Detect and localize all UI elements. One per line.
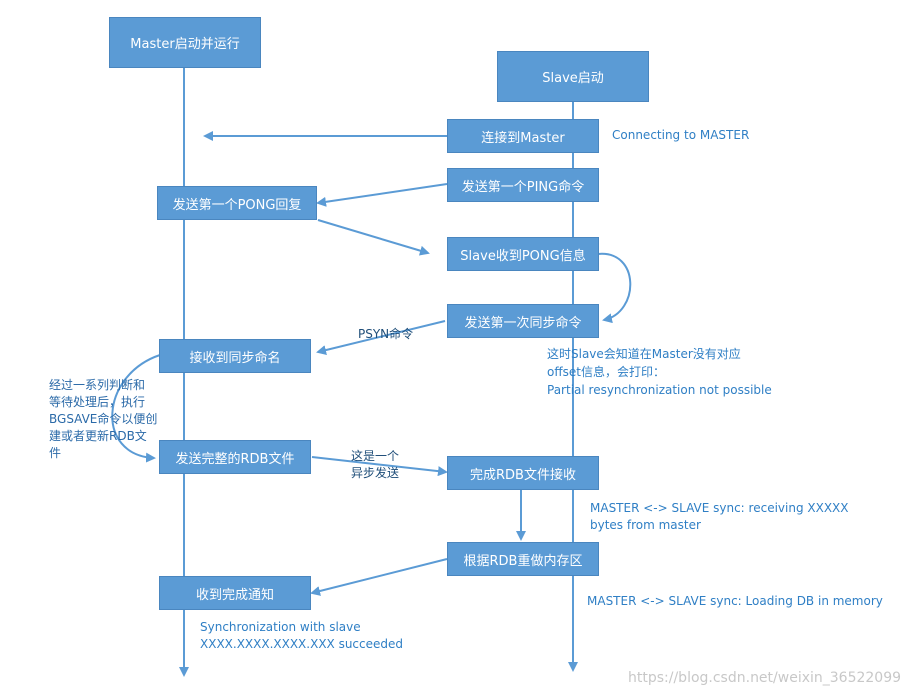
arrow-psync [316, 320, 446, 355]
note-loading: MASTER <-> SLAVE sync: Loading DB in mem… [587, 594, 883, 608]
note-receiving-1: MASTER <-> SLAVE sync: receiving XXXXX [590, 501, 849, 515]
note-success-2: XXXX.XXXX.XXXX.XXX succeeded [200, 637, 404, 651]
psync-label: PSYN命令 [358, 327, 414, 341]
first-sync-box: 发送第一次同步命令 [447, 304, 599, 338]
note-bgsave-2: 等待处理后，执行 [49, 395, 146, 409]
send-rdb-box: 发送完整的RDB文件 [159, 440, 311, 474]
receive-sync-box: 接收到同步命名 [159, 339, 311, 373]
note-bgsave-3: BGSAVE命令以便创 [49, 412, 158, 426]
arrow-ping [316, 183, 448, 207]
rdb-received-box: 完成RDB文件接收 [447, 456, 599, 490]
rebuild-memory-box: 根据RDB重做内存区 [447, 542, 599, 576]
watermark: https://blog.csdn.net/weixin_36522099 [628, 670, 902, 686]
send-ping-box: 发送第一个PING命令 [447, 168, 599, 202]
received-pong-box: Slave收到PONG信息 [447, 237, 599, 271]
receive-done-box: 收到完成通知 [159, 576, 311, 610]
async-label-1: 这是一个 [351, 449, 400, 463]
note-connecting: Connecting to MASTER [612, 128, 750, 142]
note-no-offset-2: offset信息，会打印： [547, 365, 665, 379]
note-no-offset-1: 这时Slave会知道在Master没有对应 [547, 347, 741, 361]
note-receiving-2: bytes from master [590, 518, 701, 532]
slave-start-box: Slave启动 [497, 51, 649, 102]
async-label-2: 异步发送 [351, 466, 400, 480]
connect-box: 连接到Master [447, 119, 599, 153]
arrow-pong [317, 219, 430, 256]
note-bgsave-1: 经过一系列判断和 [49, 378, 146, 392]
arrow-curve-bgsave [111, 354, 161, 463]
note-bgsave-5: 件 [49, 446, 62, 460]
arrow-done [310, 558, 448, 596]
note-bgsave-4: 建或者更新RDB文 [49, 429, 147, 443]
note-success-1: Synchronization with slave [200, 620, 361, 634]
arrow-curve-sync [597, 252, 632, 324]
master-start-box: Master启动并运行 [109, 17, 261, 68]
note-no-offset-3: Partial resynchronization not possible [547, 383, 772, 397]
pong-reply-box: 发送第一个PONG回复 [157, 186, 317, 220]
arrow-async [311, 456, 448, 477]
